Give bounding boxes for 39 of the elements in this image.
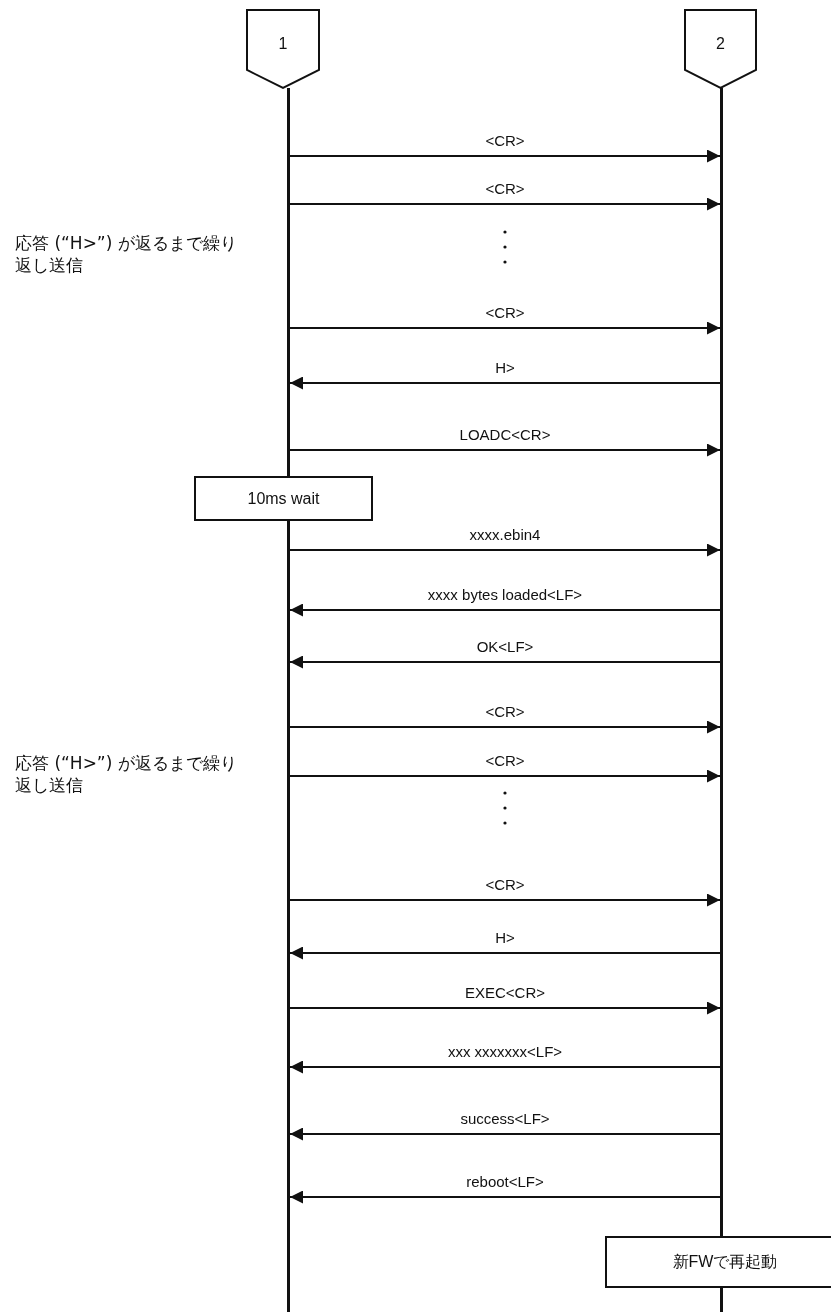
edge-label: <CR> — [485, 752, 525, 770]
message-arrow — [289, 1001, 721, 1015]
edge-label: <CR> — [485, 180, 525, 198]
message-arrow — [289, 443, 721, 457]
message-arrow — [289, 1060, 721, 1074]
message-arrow — [289, 321, 721, 335]
message-arrow — [289, 603, 721, 617]
note-text: 応答 (“H>”) が返るまで繰り返し送信 — [15, 232, 238, 276]
message-arrow — [289, 1127, 721, 1141]
edge-label: xxxx.ebin4 — [469, 526, 541, 544]
participant-header: 2 — [684, 9, 757, 89]
edge-label: <CR> — [485, 132, 525, 150]
note-text: 応答 (“H>”) が返るまで繰り返し送信 — [15, 752, 238, 796]
message-arrow — [289, 720, 721, 734]
edge-label: LOADC<CR> — [459, 426, 551, 444]
edge-label: H> — [495, 359, 515, 377]
note-box: 10ms wait — [194, 476, 373, 521]
edge-label: success<LF> — [460, 1110, 550, 1128]
lifeline — [287, 88, 290, 1312]
edge-label: OK<LF> — [476, 638, 534, 656]
message-arrow — [289, 376, 721, 390]
message-arrow — [289, 543, 721, 557]
message-arrow — [289, 655, 721, 669]
edge-label: <CR> — [485, 876, 525, 894]
participant-header: 1 — [246, 9, 320, 89]
message-arrow — [289, 149, 721, 163]
edge-label: xxxx bytes loaded<LF> — [427, 586, 583, 604]
edge-label: H> — [495, 929, 515, 947]
edge-label: <CR> — [485, 304, 525, 322]
message-arrow — [289, 893, 721, 907]
edge-label: xxx xxxxxxx<LF> — [447, 1043, 563, 1061]
message-arrow — [289, 769, 721, 783]
message-arrow — [289, 1190, 721, 1204]
edge-label: <CR> — [485, 703, 525, 721]
message-arrow — [289, 197, 721, 211]
note-box: 新FWで再起動 — [605, 1236, 831, 1288]
edge-label: reboot<LF> — [466, 1173, 544, 1191]
edge-label: EXEC<CR> — [465, 984, 545, 1002]
message-arrow — [289, 946, 721, 960]
